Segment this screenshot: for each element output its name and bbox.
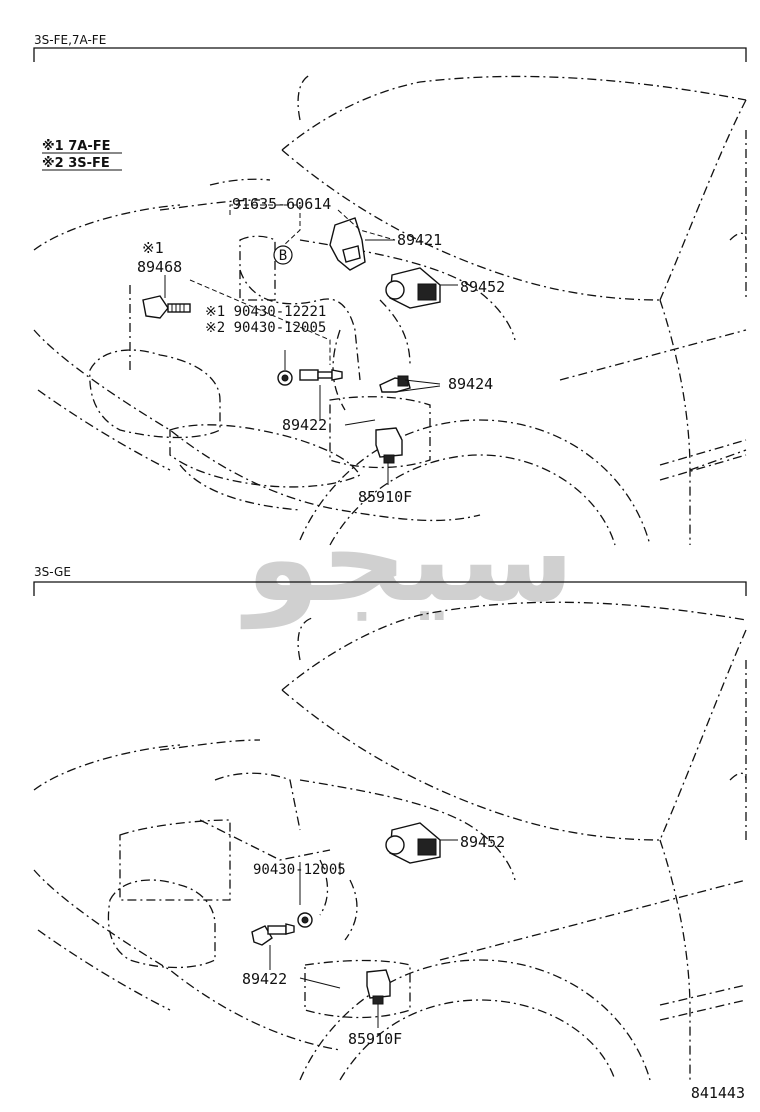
label-90430-12005-top: ※2 90430-12005 (205, 320, 326, 336)
part-89452-sensor (385, 267, 441, 309)
callout-b: B (273, 245, 293, 265)
part-washer-bottom (297, 912, 313, 928)
engine-notes: ※1 7A-FE ※2 3S-FE (42, 139, 122, 171)
illustration-number: 841443 (691, 1084, 745, 1102)
top-car-outline (33, 74, 747, 546)
label-89421: 89421 (397, 231, 442, 249)
label-85910f-top: 85910F (358, 488, 412, 506)
note-3s-fe: ※2 3S-FE (42, 156, 110, 171)
part-89468-sensor (142, 295, 191, 319)
label-89468: 89468 (137, 258, 182, 276)
top-leader-lines (164, 204, 458, 485)
bottom-section: 3S-GE (33, 565, 747, 1081)
part-89452-sensor-bottom (385, 822, 441, 864)
part-washer (277, 370, 293, 386)
label-90430-12005-bottom: 90430-12005 (253, 862, 346, 878)
top-section-bracket (33, 47, 747, 62)
label-89422-bottom: 89422 (242, 970, 287, 988)
part-89422-sensor (299, 369, 343, 381)
bottom-car-outline (33, 601, 747, 1081)
part-89424-sensor (379, 375, 411, 393)
part-89421-bracket (329, 217, 366, 271)
part-89422-sensor-bottom (251, 923, 295, 946)
label-89452-bottom: 89452 (460, 833, 505, 851)
label-85910f-bottom: 85910F (348, 1030, 402, 1048)
top-part-labels: 91635-60614 89421 89452 ※1 89468 ※1 9043… (137, 195, 505, 506)
top-section: 3S-FE,7A-FE (33, 33, 747, 629)
label-89452-top: 89452 (460, 278, 505, 296)
bottom-section-bracket (33, 581, 747, 596)
label-89422-top: 89422 (282, 416, 327, 434)
note-7a-fe: ※1 7A-FE (42, 139, 110, 154)
top-section-title: 3S-FE,7A-FE (34, 33, 106, 47)
watermark-logo: ﺳﻴﺠﻮ (241, 490, 575, 629)
callout-b-letter: B (279, 248, 287, 264)
part-85910f-connector-bottom (366, 969, 391, 1005)
label-90430-12221: ※1 90430-12221 (205, 304, 326, 320)
bottom-leader-lines (269, 839, 458, 1028)
label-91635-60614: 91635-60614 (232, 195, 331, 213)
part-85910f-connector (375, 427, 403, 464)
label-89468-mark: ※1 (142, 239, 164, 257)
label-89424: 89424 (448, 375, 493, 393)
bottom-part-labels: 89452 90430-12005 89422 85910F (242, 833, 505, 1048)
bottom-section-title: 3S-GE (34, 565, 71, 579)
